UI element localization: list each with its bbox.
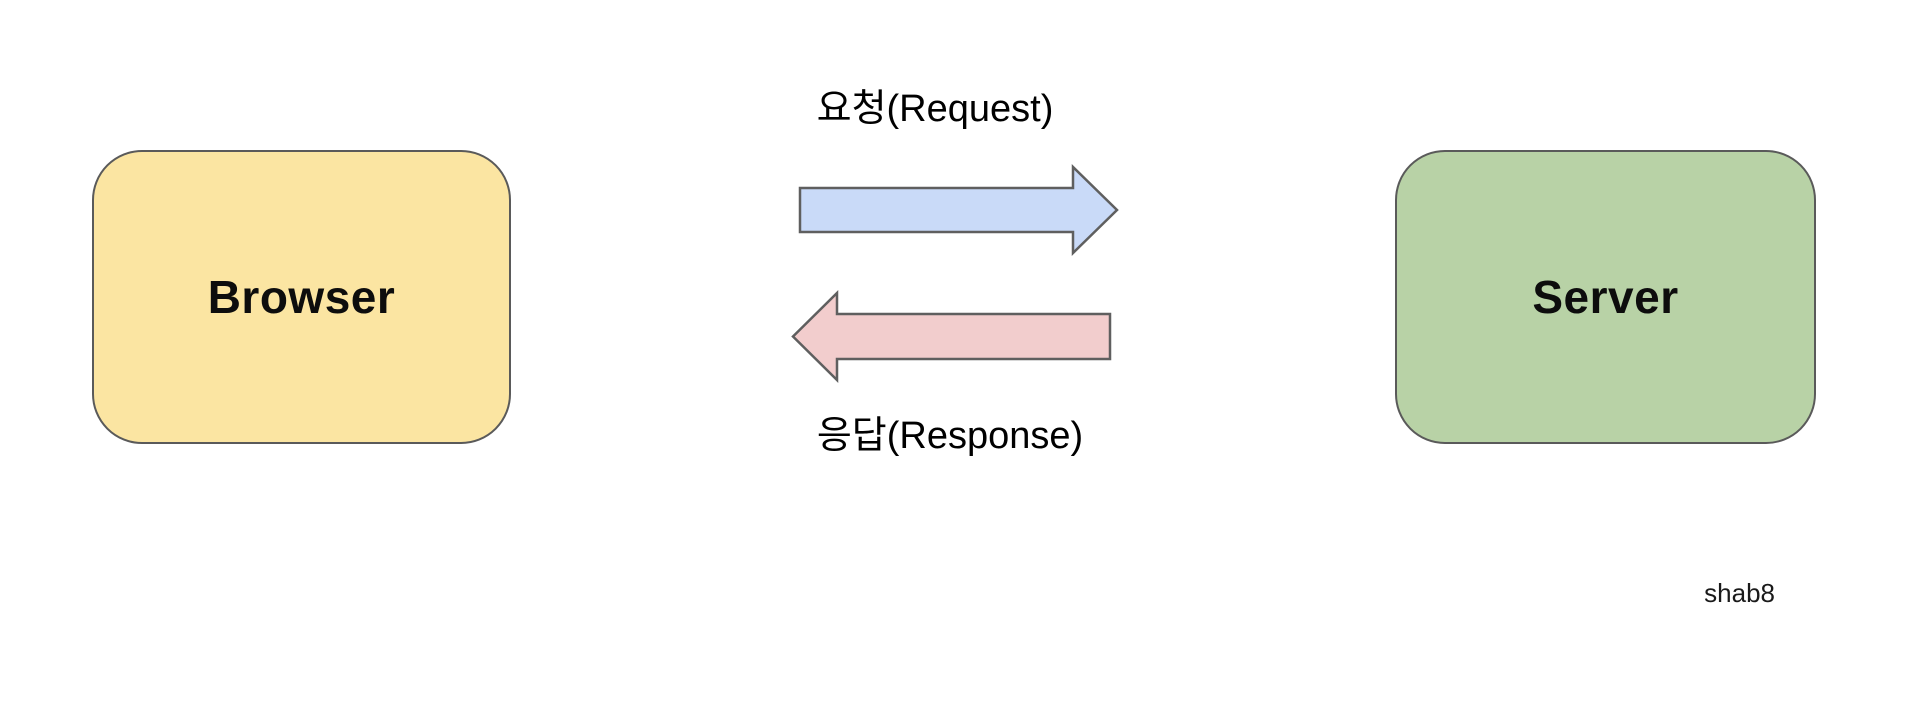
watermark: shab8: [1704, 578, 1775, 608]
browser-node: Browser: [92, 150, 511, 444]
response-arrow: [791, 290, 1112, 383]
request-label: 요청(Request): [816, 88, 1054, 130]
request-arrow-shape: [798, 164, 1119, 256]
response-label: 응답(Response): [816, 415, 1084, 457]
server-label: Server: [1532, 271, 1679, 323]
server-node: Server: [1395, 150, 1816, 444]
response-arrow-shape: [791, 290, 1112, 383]
browser-label: Browser: [207, 271, 396, 323]
request-arrow: [798, 164, 1119, 256]
